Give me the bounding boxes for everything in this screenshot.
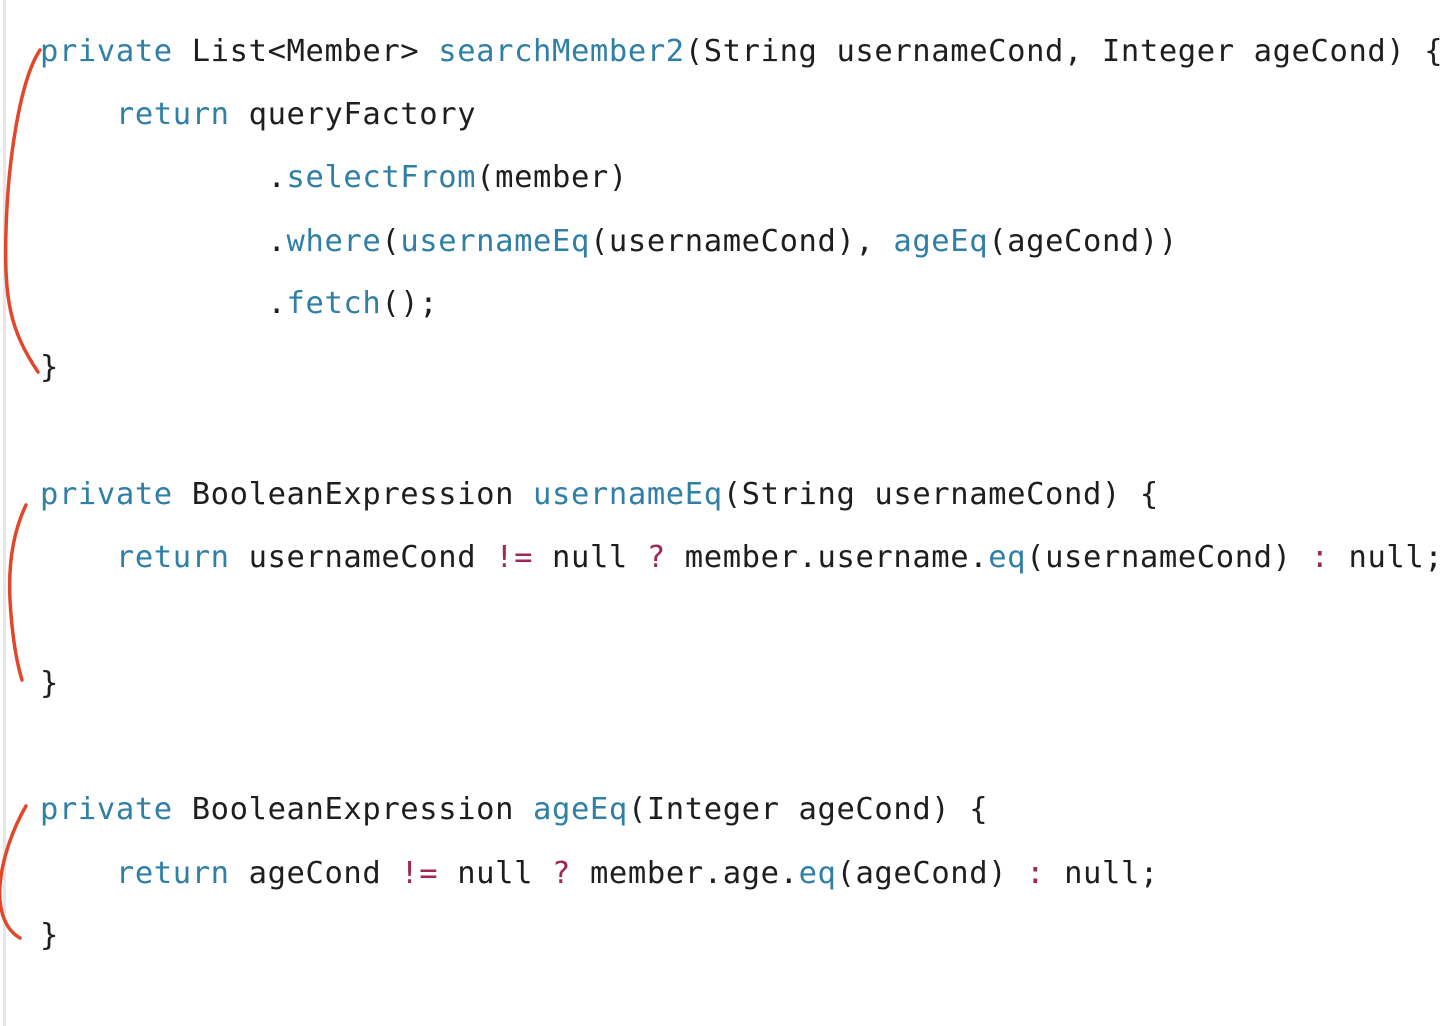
code-token: private (40, 34, 173, 69)
code-token: null (438, 856, 553, 891)
code-token: private (40, 792, 173, 827)
code-token: BooleanExpression (172, 477, 534, 512)
code-token: return (115, 856, 230, 891)
code-token: : (1310, 540, 1330, 575)
code-token: eq (798, 856, 837, 891)
code-line: .selectFrom(member) (40, 158, 628, 198)
code-token: (String usernameCond) { (722, 477, 1159, 512)
code-token: member.age. (571, 856, 799, 891)
code-token (40, 97, 116, 132)
code-line: private BooleanExpression usernameEq(Str… (40, 475, 1159, 515)
code-token: usernameCond (229, 540, 496, 575)
code-line: private BooleanExpression ageEq(Integer … (40, 790, 988, 830)
code-token: } (40, 918, 59, 953)
bracket-annotation-search-member (3, 48, 42, 374)
code-token: != (400, 856, 439, 891)
code-token: (usernameCond) (1026, 540, 1311, 575)
code-token: (usernameCond), (589, 224, 894, 259)
code-token: != (495, 540, 534, 575)
code-token (40, 856, 116, 891)
code-token: queryFactory (229, 97, 477, 132)
code-token: null; (1045, 856, 1159, 891)
code-token: } (40, 350, 59, 385)
code-line: .where(usernameEq(usernameCond), ageEq(a… (40, 222, 1178, 262)
code-token: : (1026, 856, 1046, 891)
code-token: . (40, 160, 287, 195)
code-token (40, 540, 116, 575)
code-line: } (40, 664, 59, 704)
code-token: eq (988, 540, 1027, 575)
code-line: return usernameCond != null ? member.use… (40, 538, 1443, 578)
code-token: (ageCond) (836, 856, 1027, 891)
code-line: return queryFactory (40, 95, 476, 135)
code-token: ageCond (229, 856, 401, 891)
code-token: (String usernameCond, Integer ageCond) { (684, 34, 1444, 69)
code-line: .fetch(); (40, 284, 438, 324)
code-token: null; (1329, 540, 1444, 575)
code-token: null (533, 540, 647, 575)
code-token: fetch (286, 286, 382, 321)
code-token: } (40, 666, 59, 701)
code-token: private (40, 477, 173, 512)
code-token: return (115, 540, 230, 575)
editor-left-border (3, 0, 6, 1026)
code-token: member.username. (665, 540, 989, 575)
code-token: . (40, 224, 287, 259)
code-token: selectFrom (286, 160, 477, 195)
code-token: ageEq (533, 792, 628, 827)
code-token: . (40, 286, 287, 321)
code-line: return ageCond != null ? member.age.eq(a… (40, 854, 1159, 894)
code-token: where (286, 224, 382, 259)
code-line: } (40, 348, 59, 388)
code-token: return (115, 97, 230, 132)
code-token: BooleanExpression (172, 792, 534, 827)
code-token: ( (381, 224, 401, 259)
code-line: private List<Member> searchMember2(Strin… (40, 32, 1443, 72)
code-token: usernameEq (400, 224, 590, 259)
code-token: List<Member> (172, 34, 439, 69)
code-token: usernameEq (533, 477, 723, 512)
code-token: (); (381, 286, 439, 321)
code-token: ? (646, 540, 666, 575)
code-token: ageEq (893, 224, 989, 259)
code-token: (Integer ageCond) { (627, 792, 989, 827)
code-line: } (40, 916, 59, 956)
code-token: (ageCond)) (988, 224, 1178, 259)
bracket-annotation-username-eq (7, 503, 28, 682)
code-token: searchMember2 (438, 34, 685, 69)
code-token: ? (552, 856, 571, 891)
code-token: (member) (476, 160, 628, 195)
